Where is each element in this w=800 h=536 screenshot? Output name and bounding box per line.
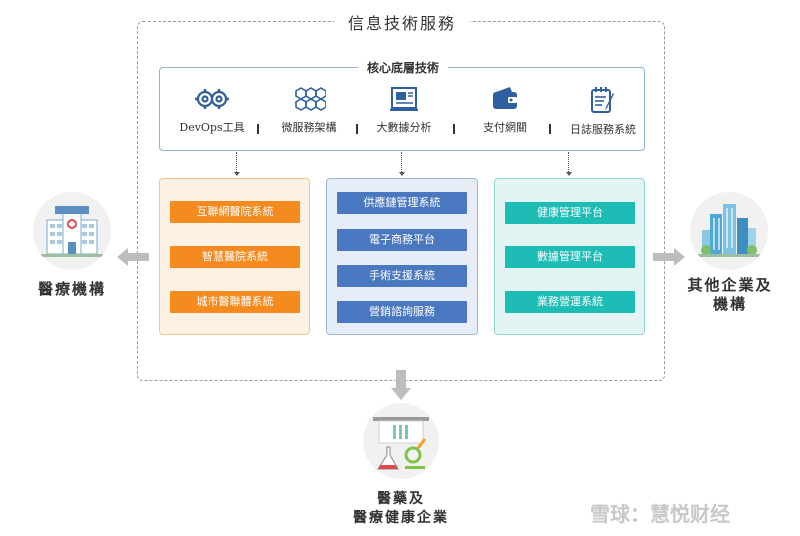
arrow-right-icon [653,248,685,266]
system-pill: 供應鏈管理系統 [337,192,467,214]
tech-item-payment-gateway: 支付網關 [460,86,550,135]
tech-item-log-service: 日誌服務系統 [558,86,648,137]
column-enterprise-services: 供應鏈管理系統 電子商務平台 手術支援系統 營銷諮詢服務 [326,178,478,335]
city-buildings-icon [696,204,762,257]
system-pill: 業務營運系統 [505,291,635,313]
column-data-platforms: 健康管理平台 數據管理平台 業務營運系統 [494,178,645,335]
system-pill: 城市醫聯體系統 [170,291,300,313]
core-technology-title: 核心底層技術 [358,59,448,75]
tech-item-devops: DevOps工具 [167,86,257,135]
watermark-text: 雪球：慧悦财经 [590,501,730,526]
separator [453,124,455,134]
column-hospital-systems: 互聯網醫院系統 智慧醫院系統 城市醫聯體系統 [159,178,310,335]
analytics-report-icon [390,87,418,111]
system-pill: 健康管理平台 [505,202,635,224]
right-entity-label-line1: 其他企業及 [687,276,773,294]
arrow-down-icon [391,370,411,400]
right-entity-label-line2: 機構 [712,295,747,313]
bottom-entity-label-line2: 醫療健康企業 [353,510,449,526]
tech-label: 大數據分析 [376,121,432,134]
system-pill: 互聯網醫院系統 [170,201,300,223]
system-pill: 智慧醫院系統 [170,246,300,268]
connector [568,152,569,172]
wallet-icon [493,87,517,109]
hexagon-network-icon [295,87,326,111]
connector [401,152,402,172]
hospital-icon [41,206,103,257]
tech-item-microservices: 微服務架構 [264,86,354,135]
hospital-circle [33,192,111,270]
separator [257,124,259,134]
tech-item-big-data: 大數據分析 [359,86,449,135]
connector [236,152,237,172]
tech-label: DevOps工具 [179,121,245,134]
pharma-circle [363,403,439,479]
tech-label: 微服務架構 [281,121,337,134]
left-entity-label: 醫療機構 [37,280,106,298]
enterprise-circle [690,192,768,270]
notepad-icon [591,87,614,113]
watermark: 雪球：慧悦财经 [590,498,730,526]
system-pill: 手術支援系統 [337,265,467,287]
bottom-entity-label: 醫藥及 醫療健康企業 [330,490,472,528]
bottom-entity-label-line1: 醫藥及 [377,491,425,507]
laboratory-flask-icon [373,417,429,470]
system-pill: 電子商務平台 [337,229,467,251]
system-pill: 數據管理平台 [505,246,635,268]
connector-arrowhead [566,172,572,176]
connector-arrowhead [234,172,240,176]
connector-arrowhead [399,172,405,176]
arrow-left-icon [117,248,149,266]
outer-title: 信息技術服務 [334,10,470,34]
separator [356,124,358,134]
separator [549,124,551,134]
tech-label: 日誌服務系統 [570,123,636,136]
system-pill: 營銷諮詢服務 [337,301,467,323]
tech-label: 支付網關 [483,121,527,134]
right-entity-label: 其他企業及 機構 [672,276,788,314]
gears-icon [195,89,229,109]
